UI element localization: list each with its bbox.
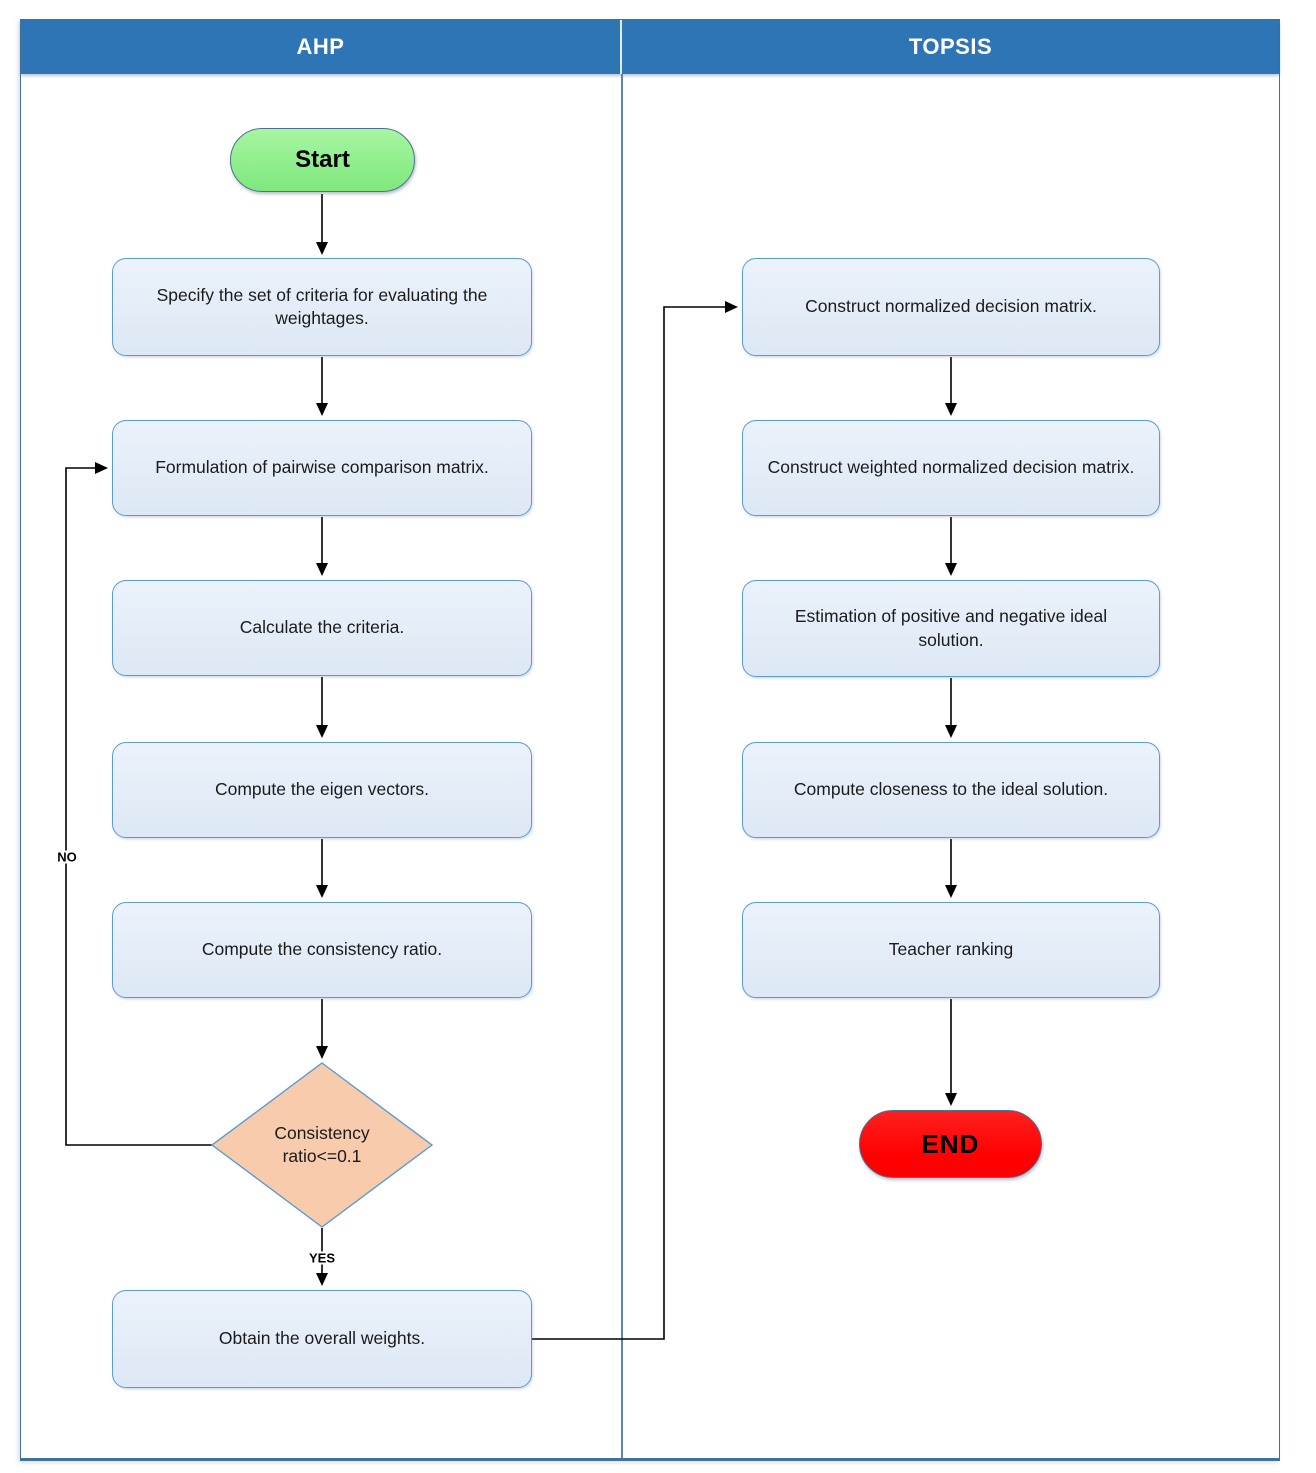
step-obtain-weights: Obtain the overall weights. — [112, 1290, 532, 1388]
step-ideal-solution-estimation: Estimation of positive and negative idea… — [742, 580, 1160, 677]
step-specify-criteria: Specify the set of criteria for evaluati… — [112, 258, 532, 356]
step-weighted-normalized-matrix: Construct weighted normalized decision m… — [742, 420, 1160, 516]
decision-consistency-label: Consistency ratio<=0.1 — [274, 1122, 370, 1166]
step-consistency-ratio: Compute the consistency ratio. — [112, 902, 532, 998]
step-closeness-ideal-solution-label: Compute closeness to the ideal solution. — [793, 779, 1109, 800]
lane-header-row: AHP TOPSIS — [21, 20, 1279, 74]
step-obtain-weights-label: Obtain the overall weights. — [218, 1328, 426, 1349]
decision-consistency: Consistency ratio<=0.1 — [242, 1095, 402, 1195]
step-normalized-matrix: Construct normalized decision matrix. — [742, 258, 1160, 356]
step-closeness-ideal-solution: Compute closeness to the ideal solution. — [742, 742, 1160, 838]
step-teacher-ranking-label: Teacher ranking — [888, 939, 1014, 960]
step-ideal-solution-estimation-label: Estimation of positive and negative idea… — [794, 606, 1108, 650]
step-calculate-criteria: Calculate the criteria. — [112, 580, 532, 676]
step-eigen-vectors-label: Compute the eigen vectors. — [214, 779, 429, 800]
step-pairwise-matrix-label: Formulation of pairwise comparison matri… — [155, 457, 489, 478]
start-label: Start — [295, 146, 350, 174]
lane-title-ahp: AHP — [296, 34, 345, 59]
step-normalized-matrix-label: Construct normalized decision matrix. — [805, 296, 1097, 317]
lane-title-topsis: TOPSIS — [908, 34, 993, 59]
step-eigen-vectors: Compute the eigen vectors. — [112, 742, 532, 838]
step-weighted-normalized-matrix-label: Construct weighted normalized decision m… — [767, 457, 1135, 478]
end-label: END — [921, 1128, 980, 1159]
step-pairwise-matrix: Formulation of pairwise comparison matri… — [112, 420, 532, 516]
lane-header-topsis: TOPSIS — [622, 20, 1279, 74]
decision-diamond-shape — [210, 1062, 434, 1228]
lane-divider — [621, 74, 623, 1458]
step-calculate-criteria-label: Calculate the criteria. — [239, 617, 405, 638]
edge-label-yes: YES — [305, 1251, 339, 1265]
end-node: END — [859, 1110, 1042, 1178]
step-consistency-ratio-label: Compute the consistency ratio. — [201, 939, 443, 960]
lane-header-ahp: AHP — [21, 20, 622, 74]
diagram-frame: AHP TOPSIS — [20, 19, 1280, 1461]
step-specify-criteria-label: Specify the set of criteria for evaluati… — [156, 284, 488, 328]
step-teacher-ranking: Teacher ranking — [742, 902, 1160, 998]
start-node: Start — [230, 128, 415, 192]
edge-label-no: NO — [54, 850, 80, 864]
